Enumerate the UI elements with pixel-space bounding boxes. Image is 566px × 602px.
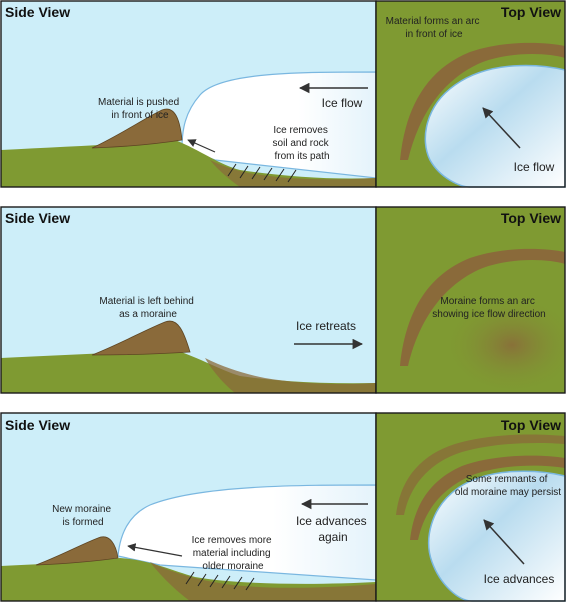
push-arrow	[187, 139, 216, 153]
moraine-pushed	[91, 108, 183, 149]
glacier-ice-side	[117, 484, 377, 581]
old-moraine-remnant	[396, 434, 565, 515]
ice-flow-arrow-top	[482, 107, 521, 149]
eroded-surface	[205, 358, 376, 393]
material-pushed-label: Material is pushed in front of ice	[98, 97, 182, 121]
panel-1-top-view: Top View Material forms an arc in front …	[375, 0, 566, 188]
ice-flow-label: Ice flow	[322, 96, 363, 110]
glacier-ice-top	[424, 64, 566, 188]
side-view-heading: Side View	[5, 210, 70, 226]
push-arrow	[127, 543, 183, 557]
ice-advances-top-label: Ice advances	[484, 572, 555, 586]
eroded-surface	[150, 562, 376, 601]
ice-flow-top-label: Ice flow	[514, 160, 555, 174]
arc-label: Material forms an arc in front of ice	[386, 16, 483, 40]
ice-scar	[442, 295, 566, 395]
panel-3-side-view: Side View New moraine is formed Ice adva…	[0, 412, 377, 602]
top-view-heading: Top View	[501, 210, 561, 226]
ground	[1, 140, 376, 187]
ice-retreats-label: Ice retreats	[296, 319, 356, 333]
panel-3-top-view: Top View Some remnants of old moraine ma…	[375, 412, 566, 602]
ice-advance-arrow-top	[483, 519, 525, 565]
panel-2-side-view: Side View Material is left behind as a m…	[0, 206, 377, 394]
new-moraine	[35, 536, 119, 566]
panel-1-side-view: Side View Material is pushed in front of…	[0, 0, 377, 188]
ice-removes-label: Ice removes soil and rock from its path	[273, 125, 332, 162]
top-view-heading: Top View	[501, 4, 561, 20]
new-moraine-arc	[410, 455, 565, 540]
glacier-ice-side	[181, 71, 377, 179]
side-view-heading: Side View	[5, 417, 70, 433]
new-moraine-label: New moraine is formed	[52, 504, 114, 528]
moraine-arc-label: Moraine forms an arc showing ice flow di…	[432, 296, 545, 320]
moraine-arc	[400, 42, 565, 160]
panel-1: Side View Material is pushed in front of…	[0, 0, 566, 188]
ice-removes-more-label: Ice removes more material including olde…	[192, 535, 275, 572]
panel-2: Side View Material is left behind as a m…	[0, 206, 566, 395]
panel-2-top-view: Top View Moraine forms an arc showing ic…	[375, 206, 566, 395]
moraine-arc	[400, 248, 565, 366]
glacier-ice-top	[428, 470, 566, 602]
material-left-label: Material is left behind as a moraine	[99, 296, 196, 320]
striation-marks	[227, 163, 297, 183]
panel-3: Side View New moraine is formed Ice adva…	[0, 412, 566, 602]
ice-advances-again-label: Ice advances again	[296, 514, 370, 544]
side-view-heading: Side View	[5, 4, 70, 20]
striation-marks	[185, 571, 255, 591]
eroded-surface	[210, 160, 376, 187]
top-view-heading: Top View	[501, 417, 561, 433]
remnants-label: Some remnants of old moraine may persist	[455, 474, 561, 498]
moraine-left-behind	[91, 320, 191, 356]
